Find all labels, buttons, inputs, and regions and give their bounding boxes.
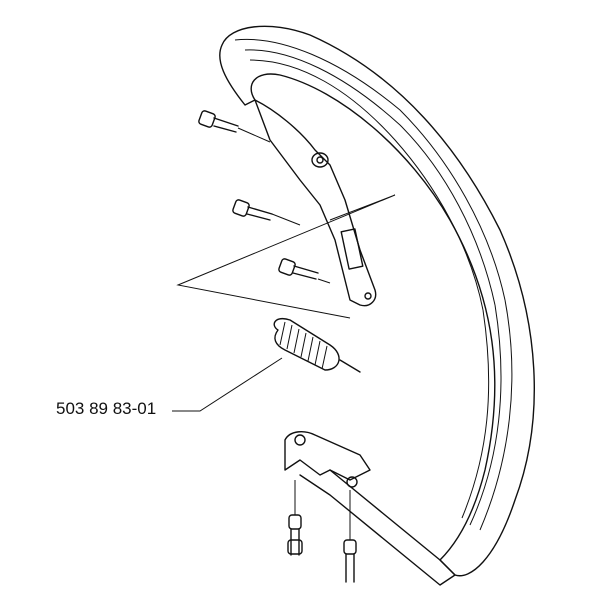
screw-5: [343, 539, 357, 583]
assembly-line-1: [176, 127, 396, 319]
front-handlebar: [219, 25, 535, 586]
anti-vibration-spring: [273, 318, 361, 373]
screw-3: [278, 258, 319, 280]
screw-1: [198, 110, 239, 133]
screw-2: [232, 199, 273, 221]
part-number-label: 503 89 83-01: [56, 399, 157, 418]
leader-line: [172, 357, 283, 412]
screw-4: [287, 514, 303, 556]
